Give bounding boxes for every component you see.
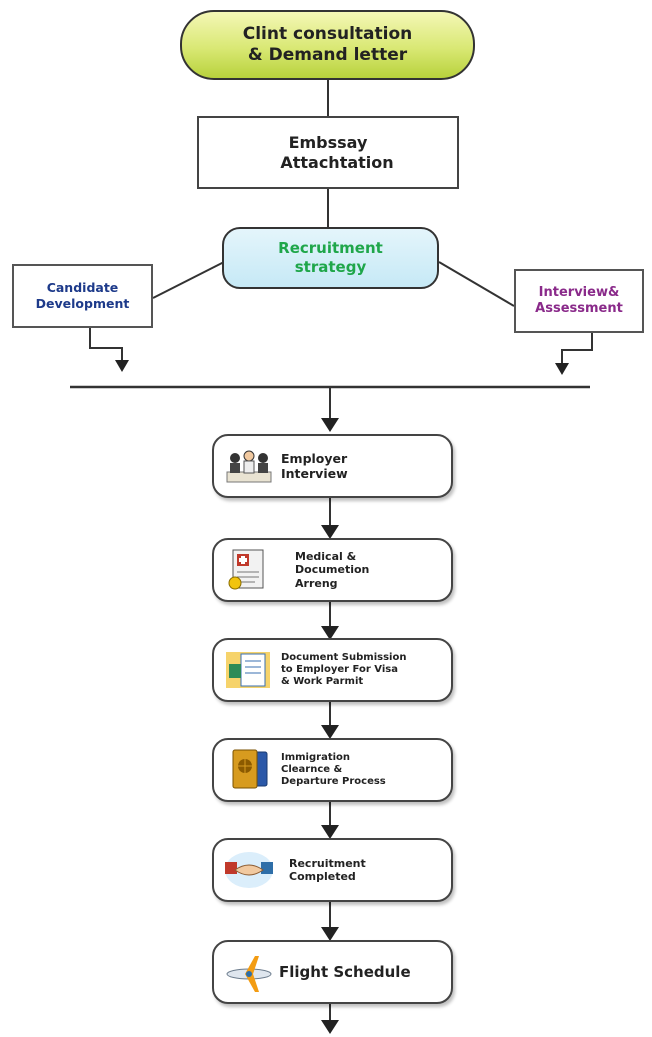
client-consultation-line1: Clint consultation [242, 23, 413, 44]
interview-line1: Interview& [538, 284, 620, 300]
candidate-line2: Development [35, 296, 130, 311]
strategy-line2: strategy [294, 258, 367, 276]
step-document-submission: Document Submission to Employer For Visa… [212, 638, 453, 702]
passport-icon [232, 749, 268, 789]
interview-assessment-node: Interview& Assessment [514, 269, 644, 333]
embassy-attestation-node: Embssay Attachtation [197, 116, 459, 189]
embassy-line1: Embssay [288, 132, 368, 152]
client-consultation-node: Clint consultation & Demand letter [180, 10, 475, 80]
step-label: Document Submission to Employer For Visa… [281, 652, 407, 687]
step-flight-schedule: Flight Schedule [212, 940, 453, 1004]
step-medical-documentation: Medical & Documetion Arreng [212, 538, 453, 602]
step-recruitment-completed: Recruitment Completed [212, 838, 453, 902]
handshake-icon [225, 852, 273, 888]
step-immigration-clearance: Immigration Clearnce & Departure Process [212, 738, 453, 802]
strategy-line1: Recruitment [278, 239, 383, 258]
interview-icon [226, 450, 272, 483]
recruitment-strategy-node: Recruitment strategy [222, 227, 439, 289]
document-submission-icon [226, 652, 270, 688]
interview-line2: Assessment [535, 301, 623, 316]
step-employer-interview: Employer Interview [212, 434, 453, 498]
step-label: Flight Schedule [279, 963, 411, 981]
step-label: Employer Interview [281, 451, 348, 481]
step-label: Recruitment Completed [289, 856, 366, 883]
medical-document-icon [228, 549, 264, 590]
candidate-line1: Candidate [46, 280, 119, 296]
step-label: Medical & Documetion Arreng [295, 550, 370, 590]
airplane-icon [226, 956, 272, 992]
embassy-line2: Attachtation [280, 152, 394, 172]
step-label: Immigration Clearnce & Departure Process [281, 752, 386, 787]
candidate-development-node: Candidate Development [12, 264, 153, 328]
client-consultation-line2: & Demand letter [247, 45, 408, 65]
